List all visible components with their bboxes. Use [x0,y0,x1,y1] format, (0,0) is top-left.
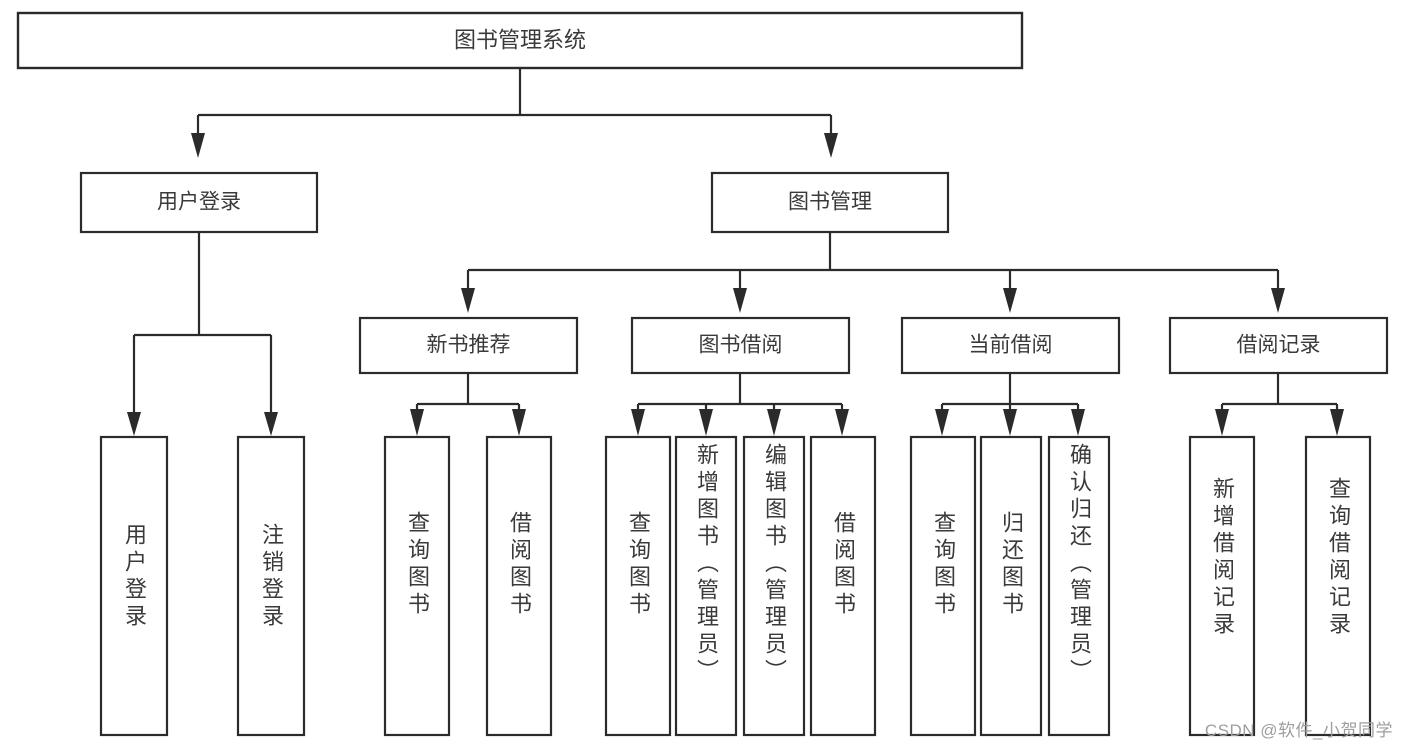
connector-book-manage-to-level3 [461,232,1285,313]
arrow-user-login [191,133,205,158]
leaf-box-user-login[interactable] [99,435,169,737]
leaf-box-cb-confirm[interactable] [1047,435,1111,737]
leaf-box-bb-add[interactable] [674,435,738,737]
user-login-label: 用户登录 [157,191,241,214]
node-book-borrow[interactable]: 图书借阅 [630,316,851,375]
connector-new-book-to-leaves [410,373,526,436]
borrow-record-label: 借阅记录 [1237,334,1321,357]
arrow-cb-query [935,409,949,436]
arrow-bb-query [631,409,645,436]
root-label: 图书管理系统 [454,27,586,52]
new-book-box-shape [358,316,579,375]
leaf-box-cb-return[interactable] [979,435,1043,737]
node-new-book-recommend[interactable]: 新书推荐 [358,316,579,375]
current-borrow-label: 当前借阅 [969,334,1053,357]
current-borrow-box-shape [900,316,1121,375]
arrow-nb-borrow [512,409,526,436]
node-current-borrow[interactable]: 当前借阅 [900,316,1121,375]
arrow-br-query [1330,409,1344,436]
arrow-book-manage [824,133,838,158]
leaf-box-cb-query[interactable] [909,435,977,737]
borrow-record-box-shape [1168,316,1389,375]
book-manage-box-shape [710,171,950,234]
arrow-book-borrow [733,288,747,313]
book-borrow-label: 图书借阅 [699,334,783,357]
arrow-bb-edit [767,409,781,436]
arrow-new-book [461,288,475,313]
connector-current-borrow-to-leaves [935,373,1085,436]
leaf-box-bb-edit[interactable] [742,435,806,737]
connector-user-login-to-leaves [127,232,278,436]
book-borrow-box-shape [630,316,851,375]
connector-book-borrow-to-leaves [631,373,849,436]
node-user-login[interactable]: 用户登录 [79,171,319,234]
leaf-box-bb-lend[interactable] [809,435,877,737]
arrow-bb-lend [835,409,849,436]
node-book-manage[interactable]: 图书管理 [710,171,950,234]
arrow-leaf-user-login [127,412,141,436]
arrow-leaf-logout [264,412,278,436]
new-book-label: 新书推荐 [427,334,511,357]
connector-root-to-level2 [191,68,838,158]
leaf-box-bb-query[interactable] [604,435,672,737]
arrow-cb-return [1003,409,1017,436]
leaf-box-br-query[interactable] [1304,435,1372,737]
node-root[interactable]: 图书管理系统 [16,11,1024,70]
arrow-br-add [1215,409,1229,436]
arrow-bb-add [699,409,713,436]
leaf-box-br-add[interactable] [1188,435,1256,737]
node-borrow-record[interactable]: 借阅记录 [1168,316,1389,375]
watermark-text: CSDN @软件_小贺同学 [1204,721,1393,740]
arrow-borrow-record [1271,288,1285,313]
leaf-box-logout[interactable] [236,435,306,737]
arrow-cb-confirm [1071,409,1085,436]
root-box-shape [16,11,1024,70]
arrow-current-borrow [1003,288,1017,313]
connector-borrow-record-to-leaves [1215,373,1344,436]
book-manage-label: 图书管理 [788,191,872,214]
leaf-box-nb-query[interactable] [383,435,451,737]
leaf-box-nb-borrow[interactable] [485,435,553,737]
arrow-nb-query [410,409,424,436]
